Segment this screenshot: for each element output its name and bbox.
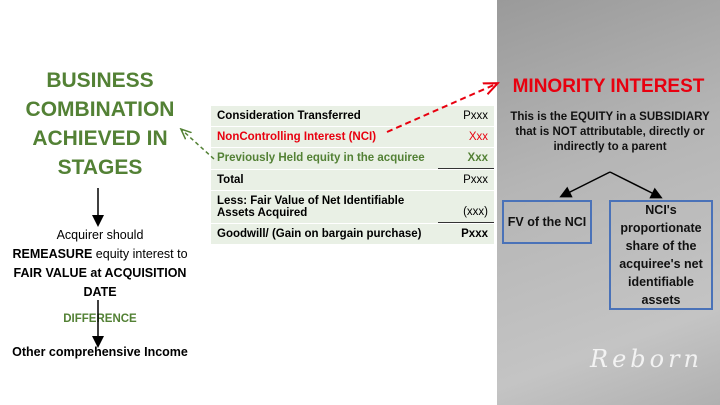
- row-label: Consideration Transferred: [217, 110, 361, 122]
- text: Acquirer should: [56, 228, 144, 242]
- table-row: Goodwill/ (Gain on bargain purchase) Pxxx: [211, 224, 494, 245]
- row-label: Less: Fair Value of Net Identifiable Ass…: [217, 195, 405, 219]
- text: FAIR VALUE at ACQUISITION DATE: [13, 266, 187, 299]
- arrow-to-box2: [609, 171, 663, 199]
- arrow-to-box1: [559, 171, 611, 198]
- table-row: Consideration Transferred Pxxx: [211, 106, 494, 127]
- row-value: Pxxx: [463, 110, 488, 122]
- row-value: (xxx): [438, 202, 494, 223]
- row-label: Total: [217, 174, 244, 186]
- minority-interest-title: MINORITY INTEREST: [512, 76, 705, 97]
- dashed-arrow-green: [182, 130, 215, 160]
- proportionate-share-box: NCI's proportionate share of the acquire…: [609, 200, 713, 310]
- watermark: Reborn: [590, 345, 704, 373]
- row-label: NonControlling Interest (NCI): [217, 131, 377, 143]
- difference-label: DIFFERENCE: [63, 313, 137, 325]
- text: equity interest to: [92, 247, 188, 261]
- row-value: Pxxx: [463, 174, 488, 186]
- slide-title: BUSINESS COMBINATION ACHIEVED IN STAGES: [25, 69, 175, 179]
- table-row: Previously Held equity in the acquiree Xx…: [211, 148, 494, 170]
- table-row: Less: Fair Value of Net Identifiable Ass…: [211, 191, 494, 224]
- table-row: NonControlling Interest (NCI) Xxx: [211, 127, 494, 148]
- dashed-arrow-red: [386, 84, 496, 133]
- oci-text: Other comprehensive Income: [12, 345, 188, 359]
- definition-text: This is the EQUITY in a SUBSIDIARY that …: [510, 111, 710, 153]
- table-row: Total Pxxx: [211, 170, 494, 191]
- background-image-panel: [497, 0, 720, 405]
- row-label: Goodwill/ (Gain on bargain purchase): [217, 228, 422, 240]
- row-value: Xxx: [468, 131, 488, 143]
- remeasure-text: Acquirer should REMEASURE equity interes…: [10, 226, 190, 302]
- text: REMEASURE: [12, 247, 93, 261]
- row-label: Previously Held equity in the acquiree: [217, 152, 425, 164]
- row-value: Pxxx: [461, 228, 488, 240]
- row-value: Xxx: [438, 148, 494, 169]
- fv-nci-box: FV of the NCI: [502, 200, 592, 244]
